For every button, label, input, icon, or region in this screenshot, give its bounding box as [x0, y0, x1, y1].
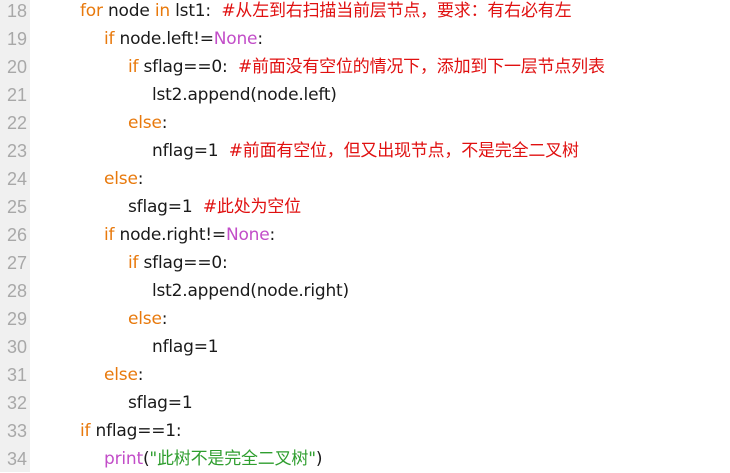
code-line[interactable]: 18 for node in lst1: #从左到右扫描当前层节点，要求：有右必有… [0, 0, 730, 25]
keyword-token: if [128, 253, 139, 273]
line-number: 28 [6, 281, 27, 301]
keyword-token: else [104, 169, 138, 189]
code-token: nflag==1: [90, 421, 182, 441]
line-number: 25 [6, 197, 27, 217]
code-token: : [137, 365, 144, 385]
code-text: lst2.append(node.right) [152, 277, 349, 305]
code-line[interactable]: 31 else: [0, 361, 730, 389]
line-number: 23 [6, 141, 27, 161]
code-line[interactable]: 29 else: [0, 305, 730, 333]
line-number: 24 [6, 169, 27, 189]
line-number: 34 [6, 449, 27, 469]
code-token: : [161, 309, 168, 329]
code-text: for node in lst1: #从左到右扫描当前层节点，要求：有右必有左 [80, 0, 572, 25]
code-text: sflag=1 #此处为空位 [128, 193, 301, 221]
line-number-gutter [0, 0, 30, 472]
code-text: sflag=1 [128, 389, 193, 417]
code-line[interactable]: 32 sflag=1 [0, 389, 730, 417]
keyword-token: if [104, 29, 115, 49]
code-token: node [102, 1, 155, 21]
keyword-token: else [128, 113, 162, 133]
code-line[interactable]: 33 if nflag==1: [0, 417, 730, 445]
code-token: nflag=1 [152, 337, 219, 357]
line-number: 26 [6, 225, 27, 245]
line-number: 27 [6, 253, 27, 273]
code-token: lst2.append(node.right) [152, 281, 349, 301]
code-line[interactable]: 26 if node.right!=None: [0, 221, 730, 249]
line-number: 31 [6, 365, 27, 385]
keyword-token: else [128, 309, 162, 329]
code-line[interactable]: 28 lst2.append(node.right) [0, 277, 730, 305]
code-text: else: [128, 109, 167, 137]
line-number: 19 [6, 29, 27, 49]
code-line[interactable]: 34 print("此树不是完全二叉树") [0, 445, 730, 473]
keyword-token: if [80, 421, 91, 441]
code-text: if sflag==0: [128, 249, 228, 277]
line-number: 29 [6, 309, 27, 329]
code-token: sflag==0: [138, 57, 238, 77]
keyword-token: if [104, 225, 115, 245]
line-number: 22 [6, 113, 27, 133]
keyword-token: in [154, 1, 170, 21]
keyword-token: else [104, 365, 138, 385]
code-token: ( [142, 449, 150, 469]
constant-token: None [213, 29, 258, 49]
code-line[interactable]: 24 else: [0, 165, 730, 193]
code-token: node.left!= [114, 29, 214, 49]
line-number: 21 [6, 85, 27, 105]
code-line[interactable]: 23 nflag=1 #前面有空位，但又出现节点，不是完全二叉树 [0, 137, 730, 165]
code-text: lst2.append(node.left) [152, 81, 337, 109]
line-number: 30 [6, 337, 27, 357]
code-text: else: [128, 305, 167, 333]
code-text: else: [104, 165, 143, 193]
keyword-token: if [128, 57, 139, 77]
code-text: else: [104, 361, 143, 389]
code-token: sflag==0: [138, 253, 228, 273]
code-text: nflag=1 #前面有空位，但又出现节点，不是完全二叉树 [152, 137, 579, 165]
code-line[interactable]: 21 lst2.append(node.left) [0, 81, 730, 109]
comment-token: #从左到右扫描当前层节点，要求：有右必有左 [221, 1, 572, 21]
code-line[interactable]: 19 if node.left!=None: [0, 25, 730, 53]
code-text: if nflag==1: [80, 417, 182, 445]
code-text: if node.left!=None: [104, 25, 263, 53]
code-token: lst2.append(node.left) [152, 85, 337, 105]
code-token: : [161, 113, 168, 133]
constant-token: None [225, 225, 270, 245]
code-token: : [269, 225, 276, 245]
code-token: : [137, 169, 144, 189]
string-token: "此树不是完全二叉树" [149, 449, 316, 469]
line-number: 33 [6, 421, 27, 441]
line-number: 18 [6, 1, 27, 21]
code-text: nflag=1 [152, 333, 219, 361]
comment-token: #前面没有空位的情况下，添加到下一层节点列表 [237, 57, 605, 77]
code-line[interactable]: 30 nflag=1 [0, 333, 730, 361]
code-line[interactable]: 27 if sflag==0: [0, 249, 730, 277]
code-token: sflag=1 [128, 393, 193, 413]
code-token: sflag=1 [128, 197, 203, 217]
keyword-token: for [80, 1, 103, 21]
code-text: if sflag==0: #前面没有空位的情况下，添加到下一层节点列表 [128, 53, 605, 81]
line-number: 32 [6, 393, 27, 413]
code-token: : [257, 29, 263, 49]
code-text: if node.right!=None: [104, 221, 275, 249]
code-line[interactable]: 22 else: [0, 109, 730, 137]
code-token: lst1: [169, 1, 222, 21]
code-line[interactable]: 20 if sflag==0: #前面没有空位的情况下，添加到下一层节点列表 [0, 53, 730, 81]
comment-token: #此处为空位 [202, 197, 301, 217]
code-line[interactable]: 25 sflag=1 #此处为空位 [0, 193, 730, 221]
line-number: 20 [6, 57, 27, 77]
code-token: node.right!= [114, 225, 227, 245]
code-token: ) [315, 449, 323, 469]
code-text: print("此树不是完全二叉树") [104, 445, 322, 473]
builtin-token: print [104, 449, 143, 469]
code-token: nflag=1 [152, 141, 229, 161]
comment-token: #前面有空位，但又出现节点，不是完全二叉树 [228, 141, 579, 161]
